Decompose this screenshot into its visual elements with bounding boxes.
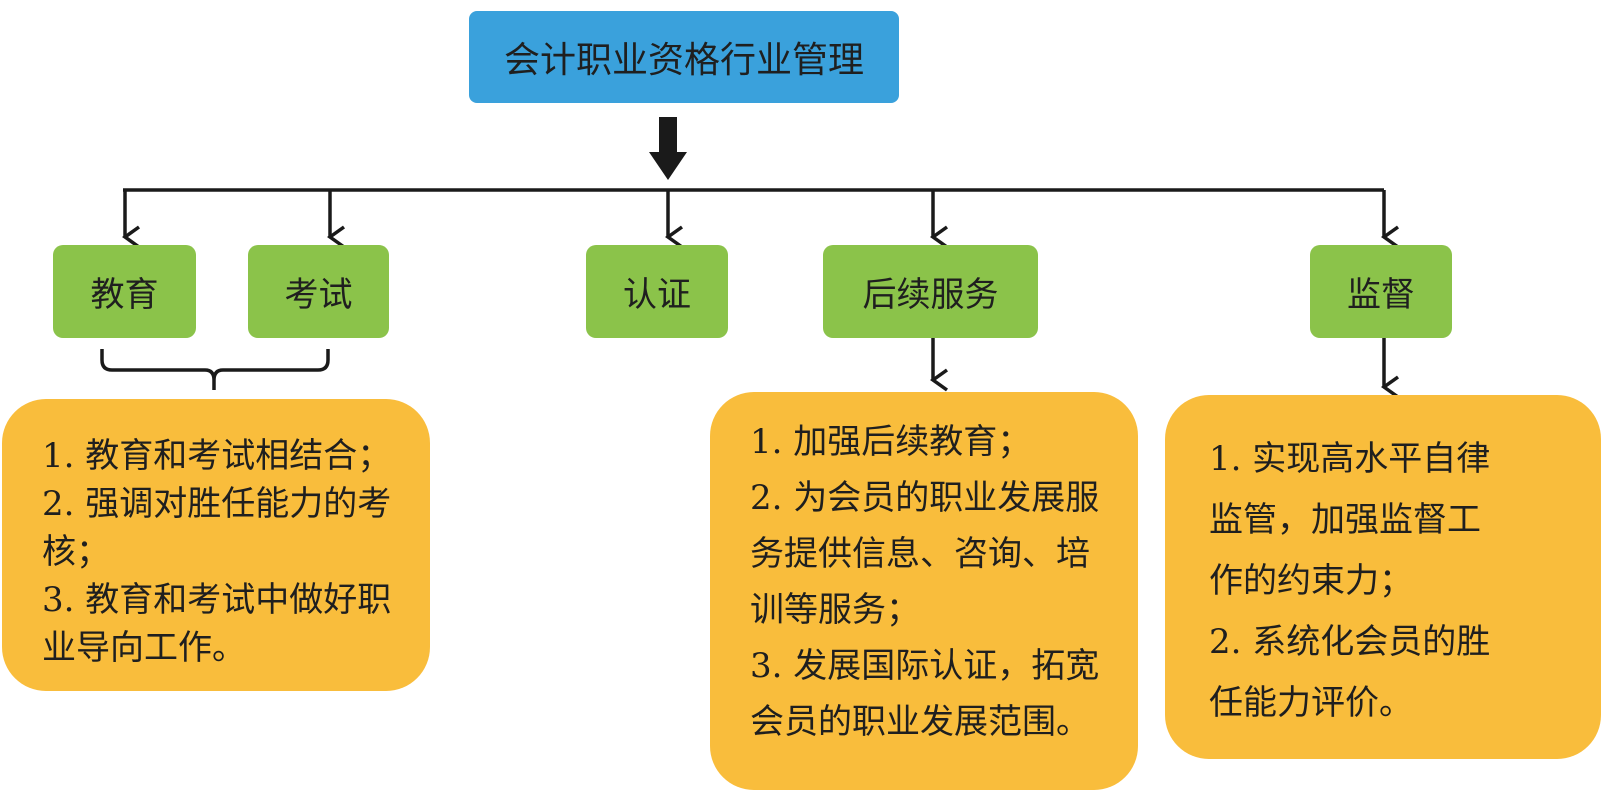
- notes-education-exam: 1. 教育和考试相结合； 2. 强调对胜任能力的考核； 3. 教育和考试中做好职…: [2, 399, 430, 691]
- note-item: 3. 教育和考试中做好职业导向工作。: [42, 580, 392, 668]
- notes-followup: 1. 加强后续教育； 2. 为会员的职业发展服务提供信息、咨询、培训等服务； 3…: [710, 392, 1138, 790]
- note-item: 2. 强调对胜任能力的考核；: [42, 484, 392, 572]
- category-supervision: 监督: [1310, 245, 1452, 338]
- category-certification: 认证: [586, 245, 728, 338]
- diagram-title: 会计职业资格行业管理: [503, 40, 864, 81]
- category-label: 监督: [1347, 275, 1415, 315]
- category-exam: 考试: [248, 245, 389, 338]
- category-followup: 后续服务: [823, 245, 1038, 338]
- notes-supervision: 1. 实现高水平自律监管，加强监督工作的约束力； 2. 系统化会员的胜任能力评价…: [1165, 395, 1601, 759]
- title-box: 会计职业资格行业管理: [469, 11, 899, 103]
- category-label: 教育: [90, 275, 159, 315]
- note-item: 1. 加强后续教育；: [750, 422, 1032, 462]
- note-item: 1. 教育和考试相结合；: [42, 436, 392, 476]
- note-item: 1. 实现高水平自律监管，加强监督工作的约束力；: [1209, 439, 1491, 601]
- note-item: 2. 系统化会员的胜任能力评价。: [1209, 622, 1491, 723]
- main-down-arrow: [649, 117, 687, 180]
- category-label: 考试: [284, 275, 353, 315]
- education-exam-bracket: [100, 349, 330, 390]
- category-label: 认证: [623, 275, 691, 315]
- note-item: 2. 为会员的职业发展服务提供信息、咨询、培训等服务；: [750, 478, 1100, 630]
- category-label: 后续服务: [862, 275, 999, 315]
- category-education: 教育: [53, 245, 196, 338]
- note-item: 3. 发展国际认证，拓宽会员的职业发展范围。: [750, 646, 1100, 742]
